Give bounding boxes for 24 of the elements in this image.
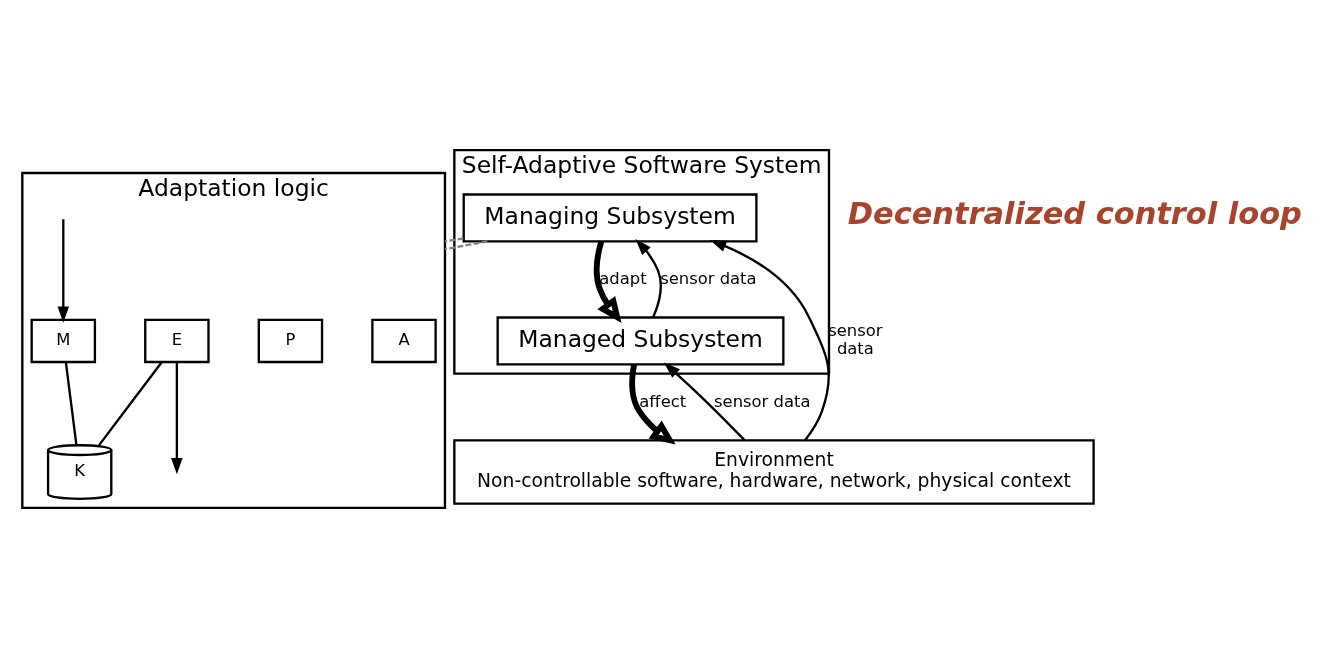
edge-label: adapt xyxy=(599,268,647,288)
node-box: Managed Subsystem xyxy=(496,316,785,366)
node-box: P xyxy=(257,318,324,364)
node-box: Managing Subsystem xyxy=(462,193,758,243)
arrow xyxy=(629,363,676,445)
connector xyxy=(98,361,163,446)
edge-label: sensor data xyxy=(828,321,883,358)
connector xyxy=(444,240,488,251)
node-box: A xyxy=(371,318,437,364)
node-box: E xyxy=(144,318,210,364)
label: Decentralized control loop xyxy=(847,196,1302,232)
connector xyxy=(444,237,464,243)
connector xyxy=(64,362,78,446)
node-box: M xyxy=(30,318,97,364)
arrow xyxy=(635,238,662,318)
arrow xyxy=(709,240,830,441)
edge-label: affect xyxy=(639,391,687,411)
arrow xyxy=(593,240,622,323)
edge-label: sensor data xyxy=(660,268,757,288)
edge-label: sensor data xyxy=(714,391,811,411)
arrow xyxy=(663,362,746,442)
arrow xyxy=(57,219,70,323)
arrow xyxy=(171,362,183,475)
node-box: Environment Non-controllable software, hardware, network, physical context xyxy=(453,439,1095,505)
